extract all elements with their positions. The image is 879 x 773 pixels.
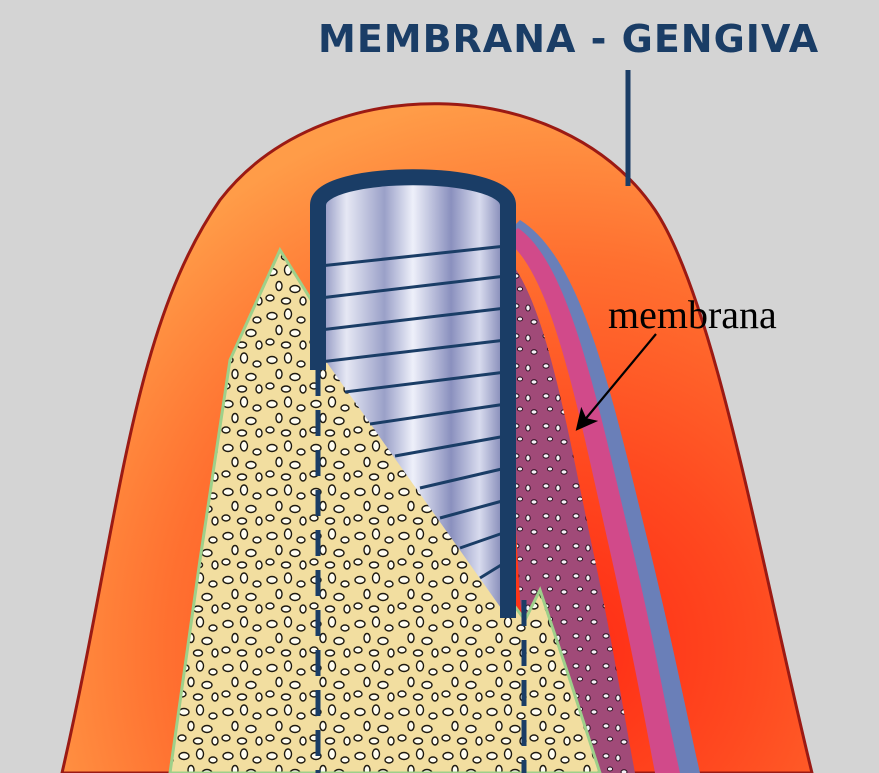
header-title: MEMBRANA - GENGIVA bbox=[318, 17, 819, 61]
membrana-label: membrana bbox=[608, 292, 777, 337]
